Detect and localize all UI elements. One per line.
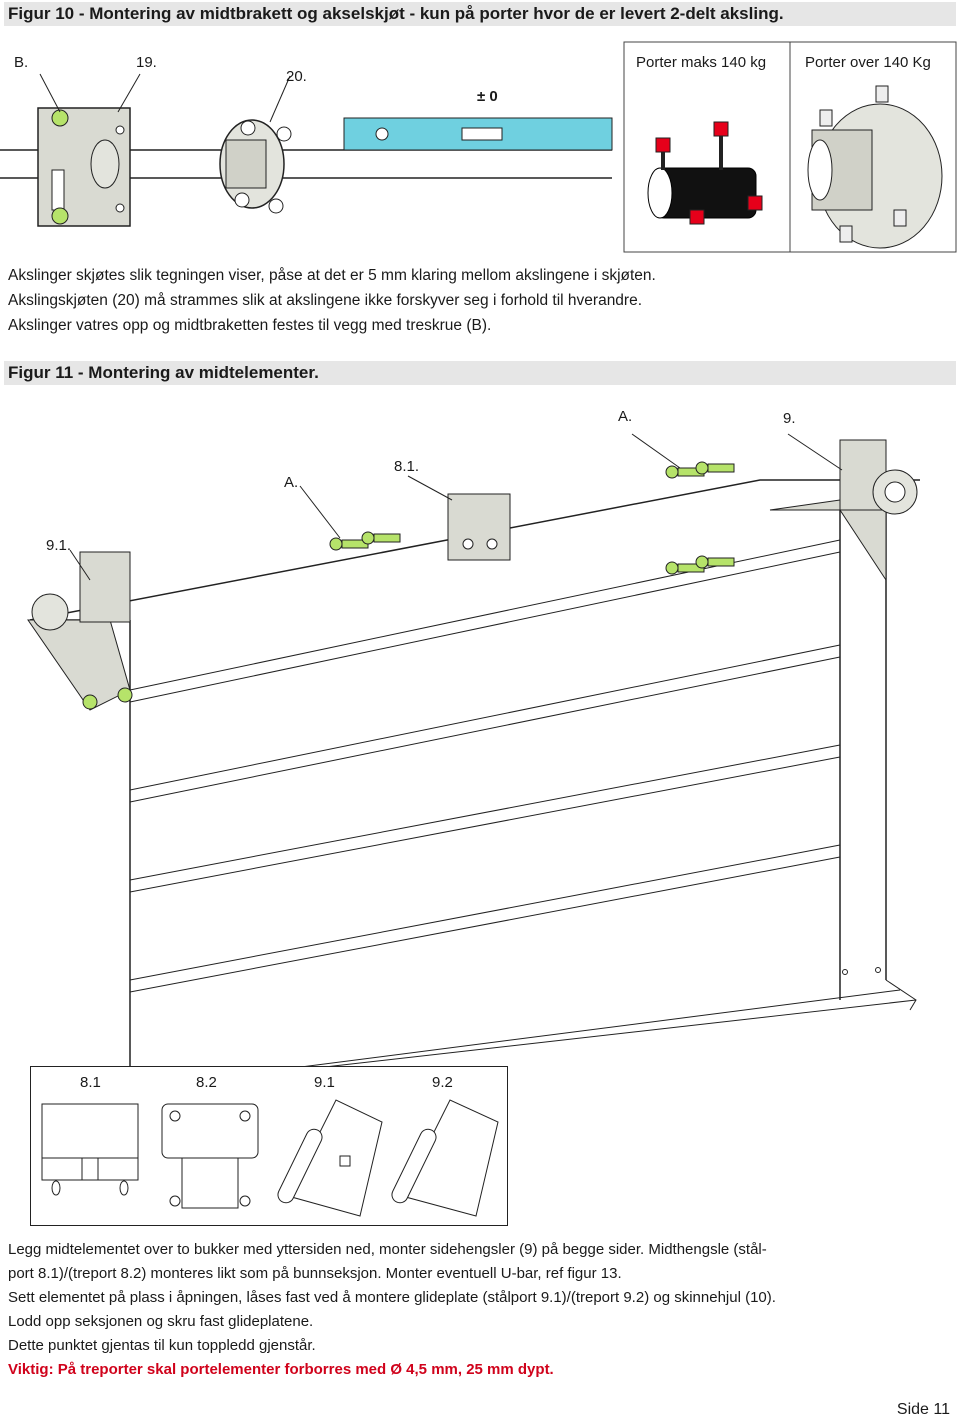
fig11-drawing [27, 433, 920, 1080]
para2-line1: Legg midtelementet over to bukker med yt… [8, 1241, 767, 1258]
label-a-left: A. [284, 474, 299, 491]
label-19: 19. [136, 54, 157, 71]
label-a-right: A. [618, 408, 633, 425]
page-number: Side 11 [896, 1401, 950, 1418]
fig10-drawing [0, 41, 957, 253]
label-9-1: 9.1. [46, 537, 72, 554]
label-20: 20. [286, 68, 307, 85]
label-9: 9. [783, 410, 796, 427]
fig10-title: Figur 10 - Montering av midtbrakett og a… [4, 2, 956, 26]
para2-line4: Lodd opp seksjonen og skru fast glidepla… [8, 1313, 314, 1330]
para1-line2: Akslingskjøten (20) må strammes slik at … [8, 292, 643, 309]
para2-line5: Dette punktet gjentas til kun toppledd g… [8, 1337, 316, 1354]
level-mark: ± 0 [477, 88, 498, 105]
para1-line1: Akslinger skjøtes slik tegningen viser, … [8, 267, 656, 284]
box-right-label: Porter over 140 Kg [805, 54, 931, 71]
fig11-title: Figur 11 - Montering av midtelementer. [4, 361, 956, 385]
label-8-1: 8.1. [394, 458, 420, 475]
para2: Legg midtelementet over to bukker med yt… [8, 1238, 776, 1382]
detail-box [30, 1066, 508, 1226]
detail-8-1: 8.1 [80, 1074, 101, 1091]
warning-text: Viktig: På treporter skal portelementer … [8, 1361, 554, 1378]
detail-8-2: 8.2 [196, 1074, 217, 1091]
para1: Akslinger skjøtes slik tegningen viser, … [8, 263, 656, 338]
detail-9-2: 9.2 [432, 1074, 453, 1091]
label-b: B. [14, 54, 29, 71]
para2-line3: Sett elementet på plass i åpningen, låse… [8, 1289, 776, 1306]
box-left-label: Porter maks 140 kg [636, 54, 767, 71]
detail-9-1: 9.1 [314, 1074, 335, 1091]
para2-line2: port 8.1)/(treport 8.2) monteres likt so… [8, 1265, 622, 1282]
para1-line3: Akslinger vatres opp og midtbraketten fe… [8, 317, 492, 334]
